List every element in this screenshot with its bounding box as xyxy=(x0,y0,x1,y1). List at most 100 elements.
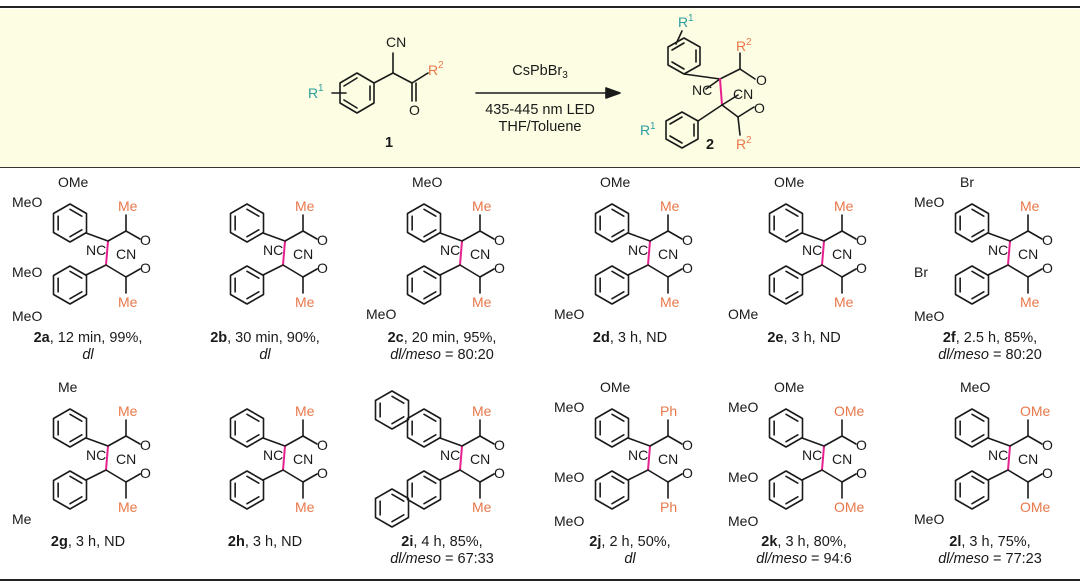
product-cn-label: CN xyxy=(733,86,753,102)
carbonyl-o-label: O xyxy=(682,232,693,248)
product-r2-top-sup: 2 xyxy=(746,37,752,48)
carbonyl-o-label: O xyxy=(140,465,151,481)
lower-aryl-ring-double-bond xyxy=(423,270,437,279)
cn-label: CN xyxy=(293,451,313,467)
bond xyxy=(627,437,651,447)
upper-aryl-ring xyxy=(954,203,990,243)
substituent-bottom: MeO xyxy=(554,306,584,322)
ratio-value: dl xyxy=(259,347,271,363)
substituent-lower-1: MeO xyxy=(12,264,42,280)
bond xyxy=(262,264,284,276)
bond xyxy=(459,264,481,278)
naphthyl-ring-top-double-bond xyxy=(391,416,405,425)
acyl-group-top: Me xyxy=(295,198,315,214)
acyl-group-top: OMe xyxy=(1020,403,1051,419)
nc-label: NC xyxy=(628,447,648,463)
substituent-top: OMe xyxy=(58,174,89,190)
substituent-lower-2: MeO xyxy=(728,513,758,529)
ratio-value: = 77:23 xyxy=(988,551,1042,567)
bond xyxy=(439,469,461,481)
central-cc-bond xyxy=(1007,240,1011,266)
substituent-side: MeO xyxy=(554,399,584,415)
caption-2j: 2j, 2 h, 50%,dl xyxy=(589,534,670,568)
lower-aryl-ring-double-bond xyxy=(423,496,437,505)
carbonyl-bond xyxy=(479,473,495,483)
cn-label: CN xyxy=(832,451,852,467)
lower-aryl-ring-double-bond xyxy=(611,496,625,505)
ratio-value: = 80:20 xyxy=(988,347,1042,363)
carbonyl-o-label: O xyxy=(409,102,420,118)
carbonyl-bond xyxy=(302,473,318,483)
substituent-side: MeO xyxy=(914,194,944,210)
time-yield: , 12 min, 99%, xyxy=(49,330,143,346)
product-o-bottom: O xyxy=(754,100,765,116)
carbonyl-bond xyxy=(841,268,857,278)
nc-label: NC xyxy=(802,447,822,463)
caption-2h: 2h, 3 h, ND xyxy=(228,534,302,551)
product-nc-label: NC xyxy=(692,82,712,98)
bond xyxy=(85,437,109,447)
product-label: 2 xyxy=(705,137,715,153)
light-condition: 435-445 nm LED xyxy=(485,102,595,118)
lower-aryl-ring-double-bond xyxy=(971,496,985,505)
bond xyxy=(85,264,107,276)
lower-aryl-ring-double-bond xyxy=(69,270,83,279)
r1-superscript: 1 xyxy=(318,83,324,94)
carbonyl-o-label: O xyxy=(682,465,693,481)
carbonyl-bond xyxy=(667,230,683,240)
upper-aryl-ring xyxy=(954,408,990,448)
carbonyl-bond xyxy=(841,435,857,445)
upper-aryl-ring-double-bond xyxy=(785,208,799,217)
nc-label: NC xyxy=(263,447,283,463)
nc-label: NC xyxy=(802,242,822,258)
lower-aryl-ring-double-bond xyxy=(971,270,985,279)
time-yield: , 3 h, ND xyxy=(244,534,303,550)
upper-aryl-ring xyxy=(229,408,265,448)
substituent-side: MeO xyxy=(12,194,42,210)
ratio-value: = 67:33 xyxy=(440,551,494,567)
substituent-top: OMe xyxy=(600,174,631,190)
compound-id: 2b xyxy=(210,330,228,346)
solvent-condition: THF/Toluene xyxy=(498,119,582,135)
lower-aryl-ring-double-bond xyxy=(246,496,260,505)
upper-aryl-ring-double-bond xyxy=(69,413,83,422)
carbonyl-o-label: O xyxy=(140,260,151,276)
carbonyl-o-label: O xyxy=(317,260,328,276)
bond xyxy=(284,230,304,242)
lower-aryl-ring-double-bond xyxy=(611,291,625,300)
upper-aryl-ring-double-bond xyxy=(611,413,625,422)
bond xyxy=(439,437,463,447)
product-structure: R 1 R 2 O NC CN O R 1 R 2 xyxy=(640,13,767,152)
upper-aryl-ring-double-bond xyxy=(971,413,985,422)
carbonyl-bond xyxy=(302,435,318,445)
time-yield: , 2 h, 50%, xyxy=(601,534,671,550)
bond xyxy=(461,435,481,447)
carbonyl-bond xyxy=(1027,230,1043,240)
compound-id: 2h xyxy=(227,534,245,550)
carbonyl-bond xyxy=(125,435,141,445)
carbonyl-bond xyxy=(479,435,495,445)
compound-id: 2a xyxy=(33,330,50,346)
carbonyl-o-label: O xyxy=(140,437,151,453)
lower-aryl-ring-double-bond xyxy=(69,291,83,300)
compound-id: 2d xyxy=(592,330,610,346)
substituent-top: OMe xyxy=(774,379,805,395)
lower-aryl-ring-double-bond xyxy=(971,475,985,484)
acyl-group-top: Me xyxy=(1020,198,1040,214)
substituent-lower-2: MeO xyxy=(914,308,944,324)
acyl-group-bottom: Ph xyxy=(660,499,677,515)
carbonyl-bond xyxy=(667,473,683,483)
time-yield: , 3 h, ND xyxy=(609,330,668,346)
caption-2a: 2a, 12 min, 99%,dl xyxy=(34,330,143,364)
carbonyl-bond xyxy=(302,268,318,278)
central-cc-bond xyxy=(821,445,825,471)
upper-aryl-ring-double-bond xyxy=(785,229,799,238)
upper-aryl-ring-double-bond xyxy=(423,434,437,443)
carbonyl-bond xyxy=(125,473,141,483)
carbonyl-o-label: O xyxy=(317,437,328,453)
acyl-group-top: Me xyxy=(118,403,138,419)
ratio-label: dl/meso xyxy=(390,347,441,363)
